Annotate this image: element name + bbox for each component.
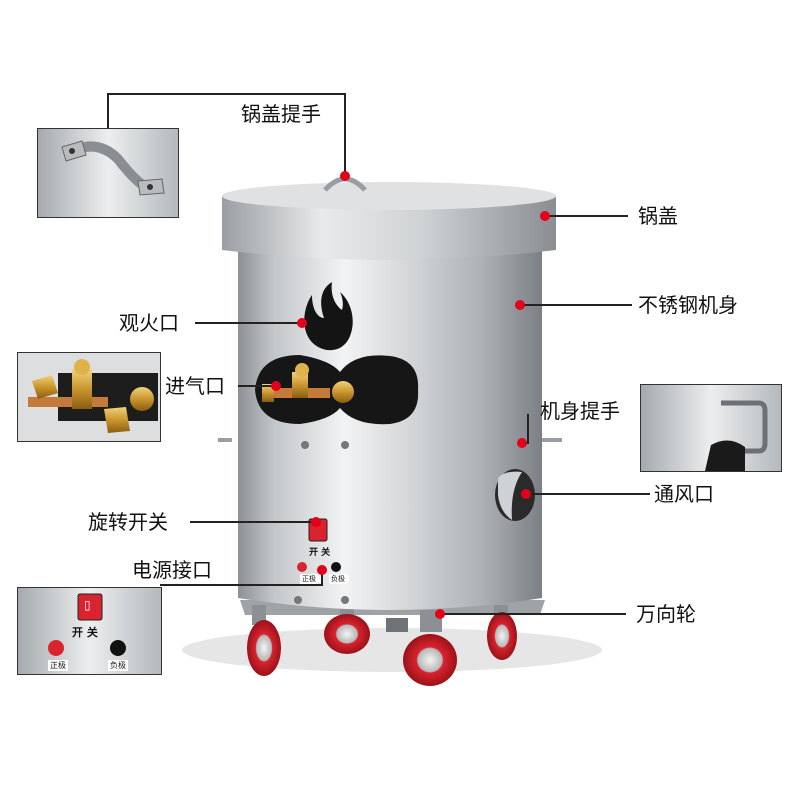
inset-switch-panel: ▯ 开 关 正极 负极 — [17, 587, 162, 675]
callout-vent: 通风口 — [654, 482, 714, 506]
lid-top — [222, 182, 556, 210]
callout-body: 不锈钢机身 — [638, 293, 738, 317]
callout-caster: 万向轮 — [636, 602, 696, 626]
gas-inlet-closeup — [18, 353, 160, 441]
inset-gas-inlet — [17, 352, 161, 442]
negative-label: 负极 — [108, 660, 128, 671]
screw — [341, 596, 349, 604]
callout-body-handle: 机身提手 — [540, 399, 620, 423]
callout-lid: 锅盖 — [638, 204, 678, 228]
inset-lid-handle — [37, 128, 179, 218]
screw — [301, 441, 309, 449]
leader-lines — [107, 93, 650, 615]
caster-rear-left — [247, 605, 281, 676]
callout-gas-inlet: 进气口 — [165, 374, 225, 398]
screw — [294, 596, 302, 604]
positive-label: 正极 — [48, 660, 68, 671]
floor-shadow — [182, 628, 602, 672]
switch-label: 开 关 — [72, 626, 98, 639]
body-handle-closeup — [641, 385, 781, 471]
caster-rear-mid — [324, 605, 370, 654]
callout-rotary-switch: 旋转开关 — [88, 510, 168, 534]
power-switch-icon: ▯ — [84, 598, 91, 612]
inset-body-handle — [640, 384, 782, 472]
caster-front — [386, 610, 457, 686]
callout-power-port: 电源接口 — [132, 558, 212, 582]
gas-valve — [262, 363, 354, 403]
callout-lid-handle: 锅盖提手 — [241, 102, 321, 126]
handle-icon — [38, 129, 178, 217]
body-switch-label: 开 关 — [309, 548, 331, 558]
callout-fire-window: 观火口 — [119, 311, 179, 335]
callout-dots — [271, 171, 550, 619]
screw — [341, 441, 349, 449]
flame-icon — [304, 282, 353, 351]
cooker-body — [238, 250, 542, 610]
switch-closeup — [18, 588, 161, 674]
body-positive-label: 正极 — [300, 574, 318, 584]
body-negative-label: 负极 — [329, 574, 347, 584]
